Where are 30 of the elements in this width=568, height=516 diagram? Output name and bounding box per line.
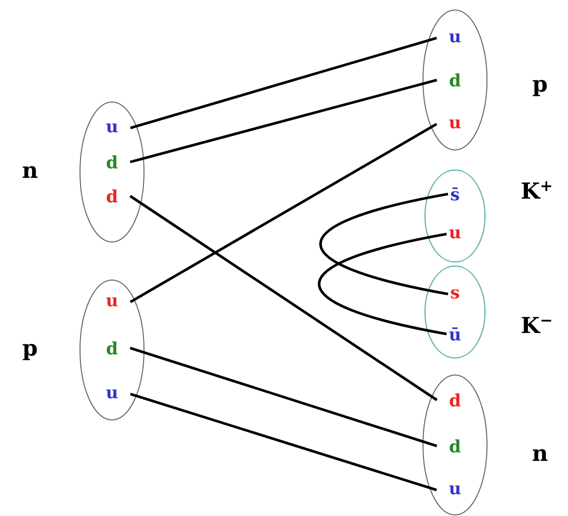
quark-line <box>130 78 438 164</box>
quark-line <box>129 194 438 402</box>
quark-letter: d <box>450 439 461 453</box>
hadron-label: K$^{+}$ <box>522 181 552 199</box>
quark-letter: d <box>106 155 118 169</box>
quark-letter: u <box>449 33 461 43</box>
quark-letter: s̄ <box>450 187 460 201</box>
quark-letter: u <box>449 119 461 129</box>
quark-letter: d <box>450 393 461 407</box>
hadron-label: p <box>532 80 547 96</box>
quark-line <box>318 232 447 336</box>
quark-letter: u <box>449 229 461 239</box>
hadron-label: p <box>22 344 37 360</box>
quark-letter: d <box>106 341 118 355</box>
quark-letter: d <box>450 73 461 87</box>
quark-letter: d <box>106 189 118 203</box>
quark-letter: u <box>106 389 118 399</box>
quark-letter: u <box>106 297 118 307</box>
quark-letter: s <box>450 289 460 299</box>
hadron-label: n <box>22 166 38 178</box>
quark-letter: ū <box>449 327 461 341</box>
quark-letter: u <box>449 485 461 495</box>
quark-line <box>130 122 438 304</box>
hadron-label: n <box>532 449 548 461</box>
quark-line <box>130 346 438 448</box>
quark-line <box>320 192 448 296</box>
quark-line <box>130 36 437 130</box>
quark-line <box>130 392 437 492</box>
hadron-label: K$^{−}$ <box>522 316 552 334</box>
quark-letter: u <box>106 123 118 133</box>
